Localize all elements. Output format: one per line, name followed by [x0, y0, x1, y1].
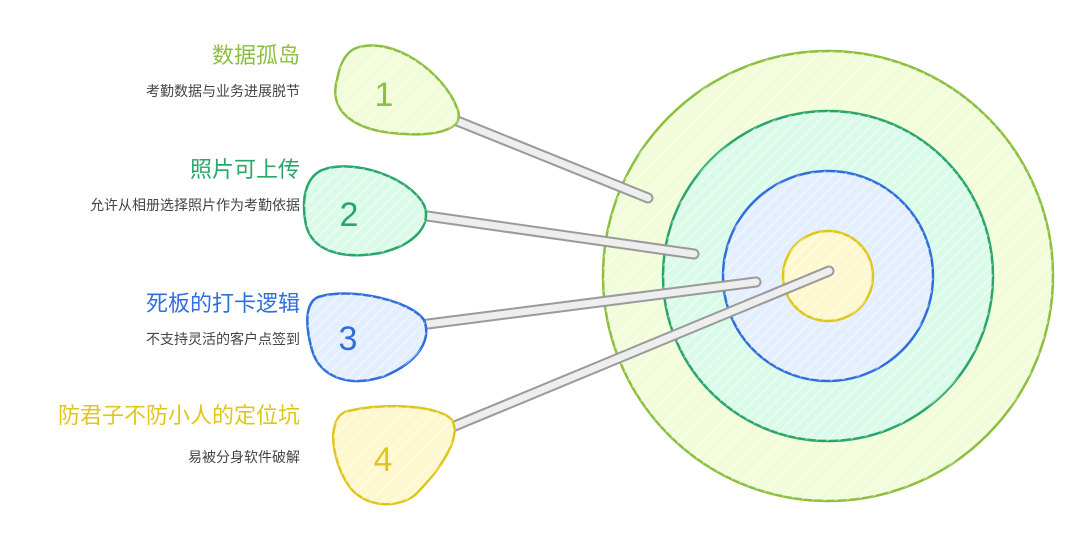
item-1-label: 数据孤岛 考勤数据与业务进展脱节	[146, 42, 300, 102]
paddle-number-1: 1	[375, 76, 394, 114]
item-desc: 允许从相册选择照片作为考勤依据	[90, 198, 300, 214]
item-title: 防君子不防小人的定位坑	[57, 404, 300, 429]
stick-2-inner	[416, 211, 698, 258]
item-title: 数据孤岛	[211, 44, 300, 69]
item-2-label: 照片可上传 允许从相册选择照片作为考勤依据	[55, 156, 300, 216]
item-desc: 易被分身软件破解	[188, 450, 300, 466]
paddle-number-4: 4	[374, 441, 393, 479]
sticks	[414, 104, 835, 436]
stick-1-inner	[426, 106, 652, 202]
item-title: 照片可上传	[189, 158, 300, 183]
item-desc: 考勤数据与业务进展脱节	[146, 84, 300, 100]
paddle-3: 3	[306, 292, 428, 383]
paddle-4: 4	[332, 404, 456, 506]
item-4-label: 防君子不防小人的定位坑 易被分身软件破解	[45, 402, 300, 468]
paddle-2: 2	[302, 165, 428, 257]
paddle-number-3: 3	[339, 320, 358, 358]
paddle-number-2: 2	[340, 196, 359, 234]
item-3-label: 死板的打卡逻辑 不支持灵活的客户点签到	[146, 290, 300, 350]
stick-4-inner	[441, 267, 833, 434]
paddle-1: 1	[334, 44, 460, 136]
stick-3-inner	[416, 278, 760, 329]
item-title: 死板的打卡逻辑	[145, 292, 300, 317]
item-desc: 不支持灵活的客户点签到	[146, 332, 300, 348]
